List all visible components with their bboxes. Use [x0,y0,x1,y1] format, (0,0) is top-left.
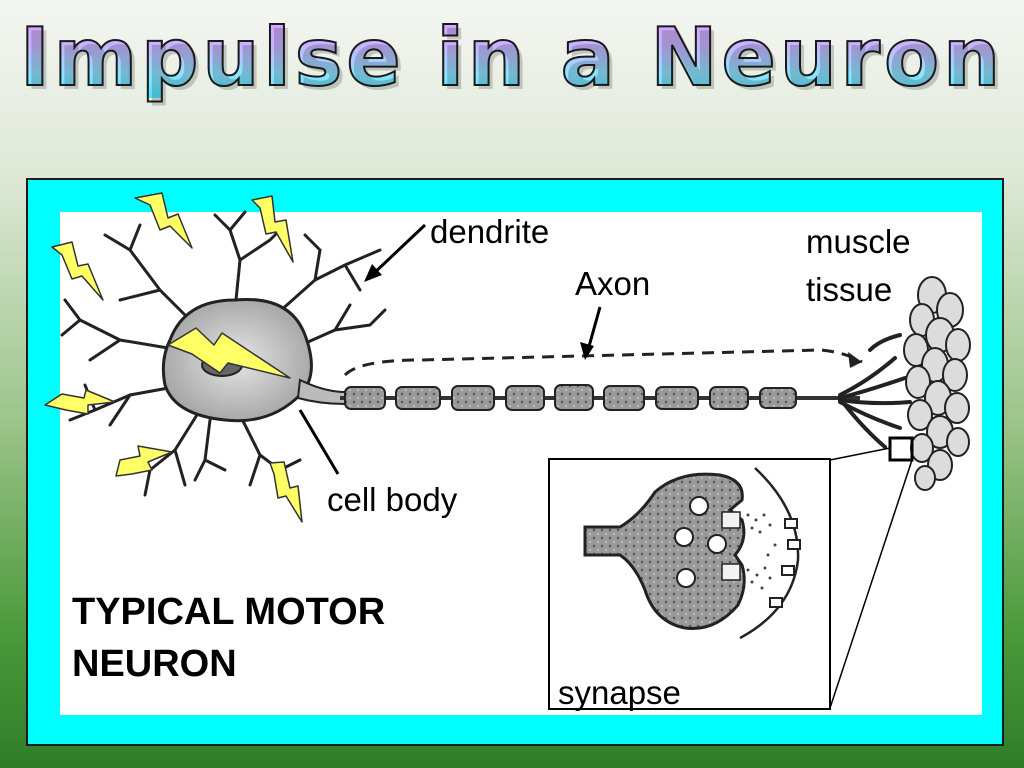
myelin-sheath [344,384,797,411]
axon-terminals [838,333,912,449]
impulse-path [343,348,863,377]
synaptic-knob [583,472,746,631]
neurotransmitter-dots [746,513,777,590]
label-tissue: tissue [806,271,893,308]
muscle-tissue [903,276,971,491]
postsynaptic-membrane [739,467,800,640]
slide-title: Impulse in a Neuron [0,17,1024,99]
label-dendrite: dendrite [430,213,550,250]
zoom-box [888,436,914,462]
caption-line-2: NEURON [72,643,237,685]
label-muscle: muscle [806,223,911,260]
label-arrows [298,223,602,475]
caption-line-1: TYPICAL MOTOR [72,591,386,633]
lightning-bolts [44,192,303,523]
label-synapse: synapse [558,674,681,711]
axon-hillock [296,378,346,406]
label-cell-body: cell body [327,481,458,518]
receptors [769,518,801,608]
label-axon: Axon [575,265,651,302]
